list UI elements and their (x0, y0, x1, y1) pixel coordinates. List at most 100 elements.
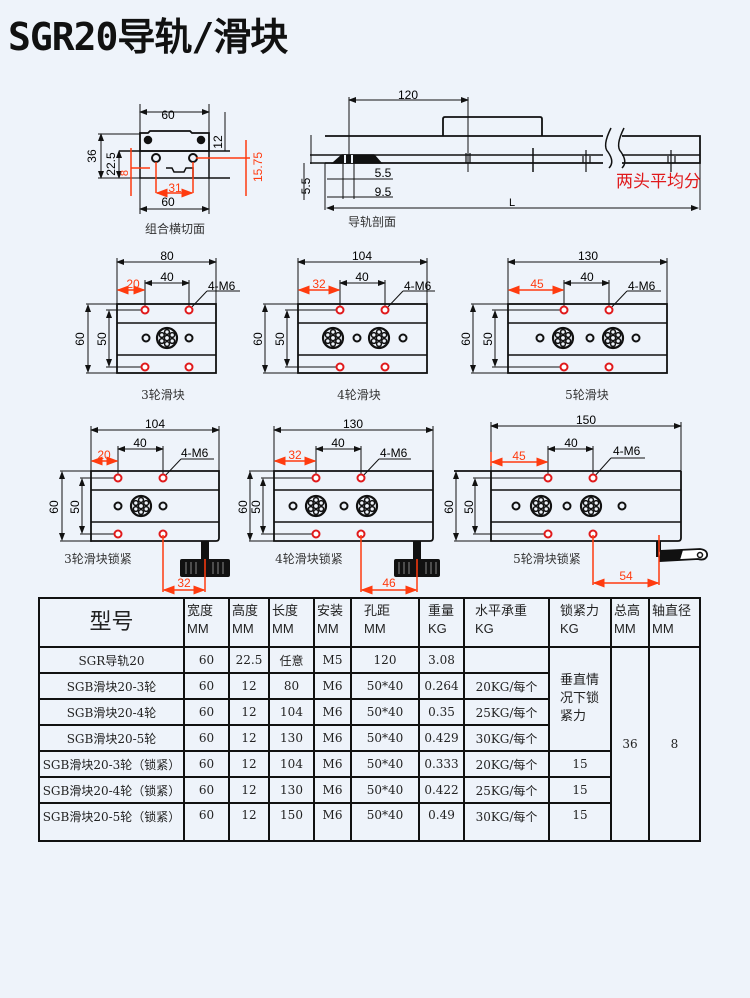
block-5-pitch: 40 (580, 270, 594, 284)
block-4-lock-pitch: 40 (331, 436, 345, 450)
dim-slot-a: 5.5 (375, 166, 392, 180)
block-4-thread: 4-M6 (404, 279, 432, 293)
block-5-thread: 4-M6 (628, 279, 656, 293)
block-3-height: 60 (73, 332, 87, 346)
cell-mount: M5 (313, 646, 352, 674)
cell-width: 60 (183, 646, 230, 674)
block-5-lock-width: 150 (576, 413, 596, 427)
block-5-width: 130 (578, 249, 598, 263)
cell-load: 25KG/每个 (463, 776, 550, 804)
cell-pitch: 50*40 (350, 802, 420, 842)
cell-weight: 0.35 (418, 698, 465, 726)
block-5-lock-hole-span: 50 (462, 500, 476, 514)
cell-model: SGB滑块20-3轮 (38, 672, 185, 700)
dim-rail-height: 22.5 (104, 152, 118, 176)
cell-lock-force: 15 (548, 750, 612, 778)
cell-weight: 0.422 (418, 776, 465, 804)
dim-block-height: 12 (211, 135, 225, 149)
table-row: SGR导轨20 60 22.5 任意 M5 120 3.08 垂直情况下锁紧力 … (38, 646, 701, 842)
block-3-hole-span: 50 (95, 332, 109, 346)
cell-mount: M6 (313, 698, 352, 726)
cell-weight: 0.429 (418, 724, 465, 752)
block-5-caption: 5轮滑块 (565, 388, 609, 402)
dim-center-height: 15.75 (251, 152, 265, 182)
block-5-height: 60 (459, 332, 473, 346)
page-title: SGR20导轨/滑块 (8, 15, 288, 59)
cell-pitch: 50*40 (350, 750, 420, 778)
technical-drawings: 60 60 36 22.5 12 8 15.75 31 组合横切面 120 5.… (47, 88, 709, 595)
cell-width: 60 (183, 776, 230, 804)
block-4-lock-height: 60 (236, 500, 250, 514)
block-4-caption: 4轮滑块 (337, 388, 381, 402)
cell-width: 60 (183, 672, 230, 700)
cell-pitch: 50*40 (350, 724, 420, 752)
dim-hole-pitch: 120 (398, 88, 418, 102)
cell-pitch: 50*40 (350, 776, 420, 804)
table-row: SGB滑块20-4轮 60 12 104 M6 50*40 0.35 25KG/… (38, 698, 700, 726)
cell-length: 130 (268, 724, 315, 752)
cell-mount: M6 (313, 776, 352, 804)
table-row: SGB滑块20-3轮（锁紧） 60 12 104 M6 50*40 0.333 … (38, 750, 700, 778)
cell-load (463, 646, 550, 674)
cell-load: 30KG/每个 (463, 802, 550, 842)
rail-note: 两头平均分 (616, 172, 701, 192)
cross-section-caption: 组合横切面 (145, 221, 205, 236)
cell-load: 20KG/每个 (463, 672, 550, 700)
cell-weight: 0.264 (418, 672, 465, 700)
cell-width: 60 (183, 698, 230, 726)
block-4-hole-span: 50 (273, 332, 287, 346)
block-3-lock-thread: 4-M6 (181, 446, 209, 460)
block-5-lock-knob-offset: 54 (619, 569, 633, 583)
block-3-caption: 3轮滑块 (141, 388, 185, 402)
block-3-lock-offset: 20 (97, 448, 111, 462)
dim-bottom-width: 60 (161, 195, 175, 209)
block-5-lock-height: 60 (442, 500, 456, 514)
cell-weight: 3.08 (418, 646, 465, 674)
block-4-lock-thread: 4-M6 (380, 446, 408, 460)
cross-section-red-dims (130, 140, 250, 198)
block-4-pitch: 40 (355, 270, 369, 284)
block-4-offset: 32 (312, 277, 326, 291)
cell-length: 130 (268, 776, 315, 804)
cell-height: 12 (228, 672, 270, 700)
block-5-lock-pitch: 40 (564, 436, 578, 450)
cell-weight: 0.333 (418, 750, 465, 778)
block-5-wheel-lock-drawing (453, 422, 709, 588)
table-row: SGB滑块20-5轮（锁紧） 60 12 150 M6 50*40 0.49 3… (38, 802, 700, 842)
block-3-thread: 4-M6 (208, 279, 236, 293)
block-3-lock-hole-span: 50 (68, 500, 82, 514)
cell-load: 30KG/每个 (463, 724, 550, 752)
block-3-wheel-lock-drawing (59, 426, 230, 595)
cell-length: 104 (268, 698, 315, 726)
table-row: SGB滑块20-3轮 60 12 80 M6 50*40 0.264 20KG/… (38, 672, 700, 700)
cell-total-height: 36 (610, 646, 650, 842)
block-4-lock-hole-span: 50 (249, 500, 263, 514)
cell-model: SGR导轨20 (38, 646, 185, 674)
block-4-lock-offset: 32 (288, 448, 302, 462)
cell-pitch: 120 (350, 646, 420, 674)
cell-lock-force: 15 (548, 802, 612, 842)
dim-side: 5.5 (299, 177, 313, 194)
cell-length: 任意 (268, 646, 315, 674)
cell-height: 12 (228, 776, 270, 804)
cell-pitch: 50*40 (350, 698, 420, 726)
block-4-width: 104 (352, 249, 372, 263)
block-4-wheel-drawing (262, 258, 435, 374)
dim-wheel-spacing: 31 (168, 181, 182, 195)
cell-width: 60 (183, 724, 230, 752)
cell-pitch: 50*40 (350, 672, 420, 700)
block-3-wheel-drawing (85, 258, 240, 374)
cell-model: SGB滑块20-5轮（锁紧） (38, 802, 185, 842)
cell-height: 22.5 (228, 646, 270, 674)
cell-load: 25KG/每个 (463, 698, 550, 726)
block-3-pitch: 40 (160, 270, 174, 284)
dim-length: L (509, 197, 515, 209)
